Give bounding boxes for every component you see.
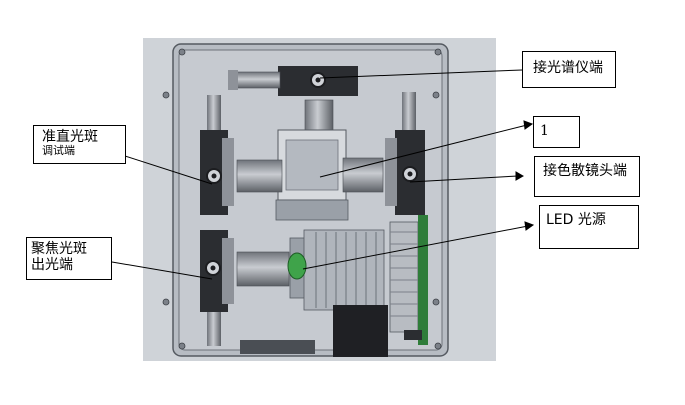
- left-mount-bottom: [200, 230, 234, 346]
- arrowhead-led: [524, 221, 535, 231]
- power-block: [333, 305, 388, 357]
- leader-focused: [111, 261, 213, 280]
- label-spectrometer-port: 接光谱仪端: [522, 51, 616, 88]
- arrowhead-dispersive: [515, 171, 525, 181]
- beam-splitter-cube: [275, 129, 349, 221]
- label-dispersive-lens-port: 接色散镜头端: [534, 156, 640, 197]
- led-assembly: [287, 229, 385, 311]
- left-mount-top: [200, 95, 234, 215]
- right-tube: [342, 157, 384, 193]
- leader-collimated: [124, 155, 213, 185]
- label-collimated-spot: 准直光斑 调试端: [33, 125, 126, 164]
- right-mount: [385, 92, 425, 215]
- corner-screws: [162, 48, 442, 350]
- label-focused-spot: 聚焦光斑 出光端: [26, 237, 112, 280]
- left-tube: [236, 159, 283, 193]
- arrowhead-number-one: [523, 120, 534, 130]
- pcb-board: [389, 215, 428, 345]
- label-number-one: 1: [533, 116, 580, 148]
- label-led-source: LED 光源: [539, 205, 639, 249]
- focus-tube: [236, 251, 290, 287]
- bottom-connector: [240, 340, 315, 354]
- leader-spectrometer: [319, 69, 523, 79]
- spectrometer-connector: [228, 66, 358, 96]
- leader-lines: [111, 69, 535, 280]
